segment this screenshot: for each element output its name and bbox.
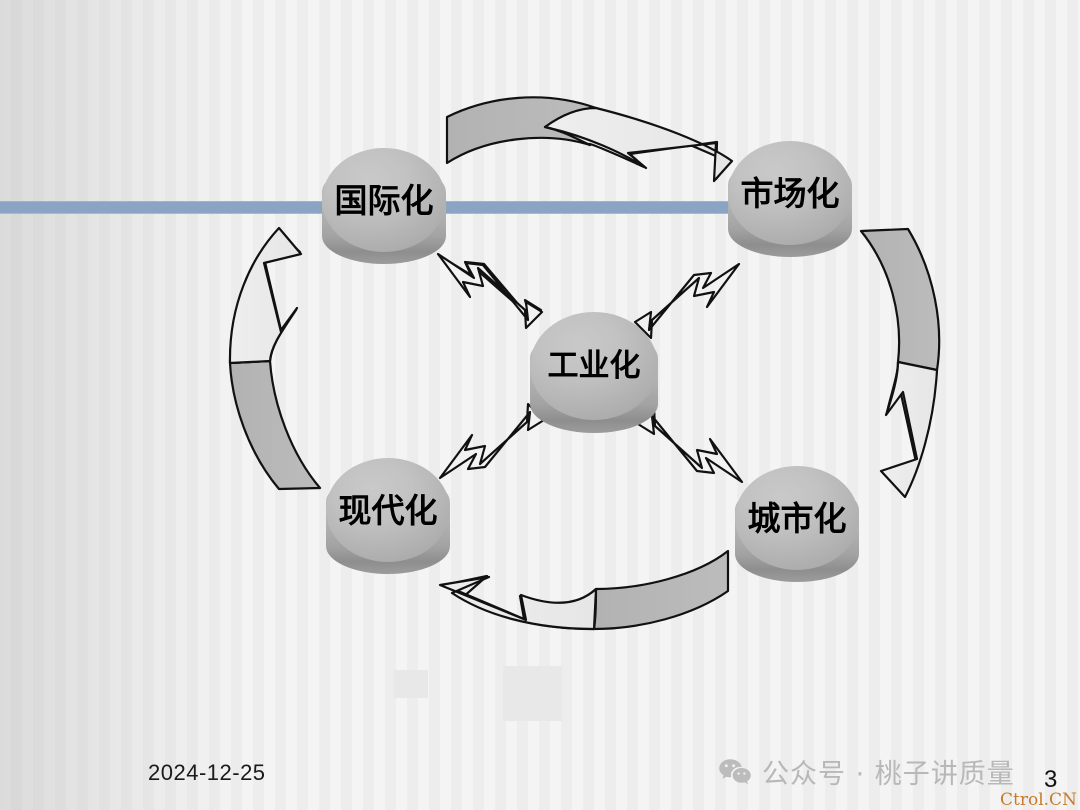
node-international[interactable]: 国际化 <box>322 148 446 272</box>
slide-date: 2024-12-25 <box>148 760 266 785</box>
node-market[interactable]: 市场化 <box>728 141 852 265</box>
node-cylinder-top <box>735 466 859 570</box>
node-label-industrial: 工业化 <box>547 347 641 384</box>
cycle-arrow-left <box>228 226 322 491</box>
node-label-modernization: 现代化 <box>338 490 438 530</box>
placeholder-rect-small <box>394 670 428 698</box>
node-cylinder-top <box>322 148 446 252</box>
node-cylinder-top <box>326 458 450 562</box>
placeholder-rect-large <box>503 666 562 721</box>
spoke-arrow-modernization-industrial <box>438 402 546 480</box>
cycle-arrow-bottom <box>438 549 730 631</box>
spoke-arrow-market-industrial <box>633 262 741 340</box>
node-urbanization[interactable]: 城市化 <box>735 466 859 590</box>
cycle-arrow-top <box>445 96 734 183</box>
node-label-market: 市场化 <box>740 173 840 213</box>
node-industrial[interactable]: 工业化 <box>530 312 658 440</box>
cycle-arrow-right <box>859 227 941 499</box>
node-label-urbanization: 城市化 <box>747 498 847 538</box>
spoke-arrow-international-industrial <box>436 252 544 330</box>
node-modernization[interactable]: 现代化 <box>326 458 450 582</box>
node-cylinder-top <box>728 141 852 245</box>
node-label-international: 国际化 <box>334 180 434 220</box>
page-number: 3 <box>1044 766 1058 793</box>
site-watermark: Ctrol.CN <box>1000 790 1077 810</box>
node-cylinder-top <box>530 312 658 420</box>
wechat-attribution: 公众号 · 桃子讲质量 <box>718 752 1015 791</box>
wechat-label: 公众号 · 桃子讲质量 <box>762 759 1015 790</box>
wechat-icon <box>719 758 751 784</box>
